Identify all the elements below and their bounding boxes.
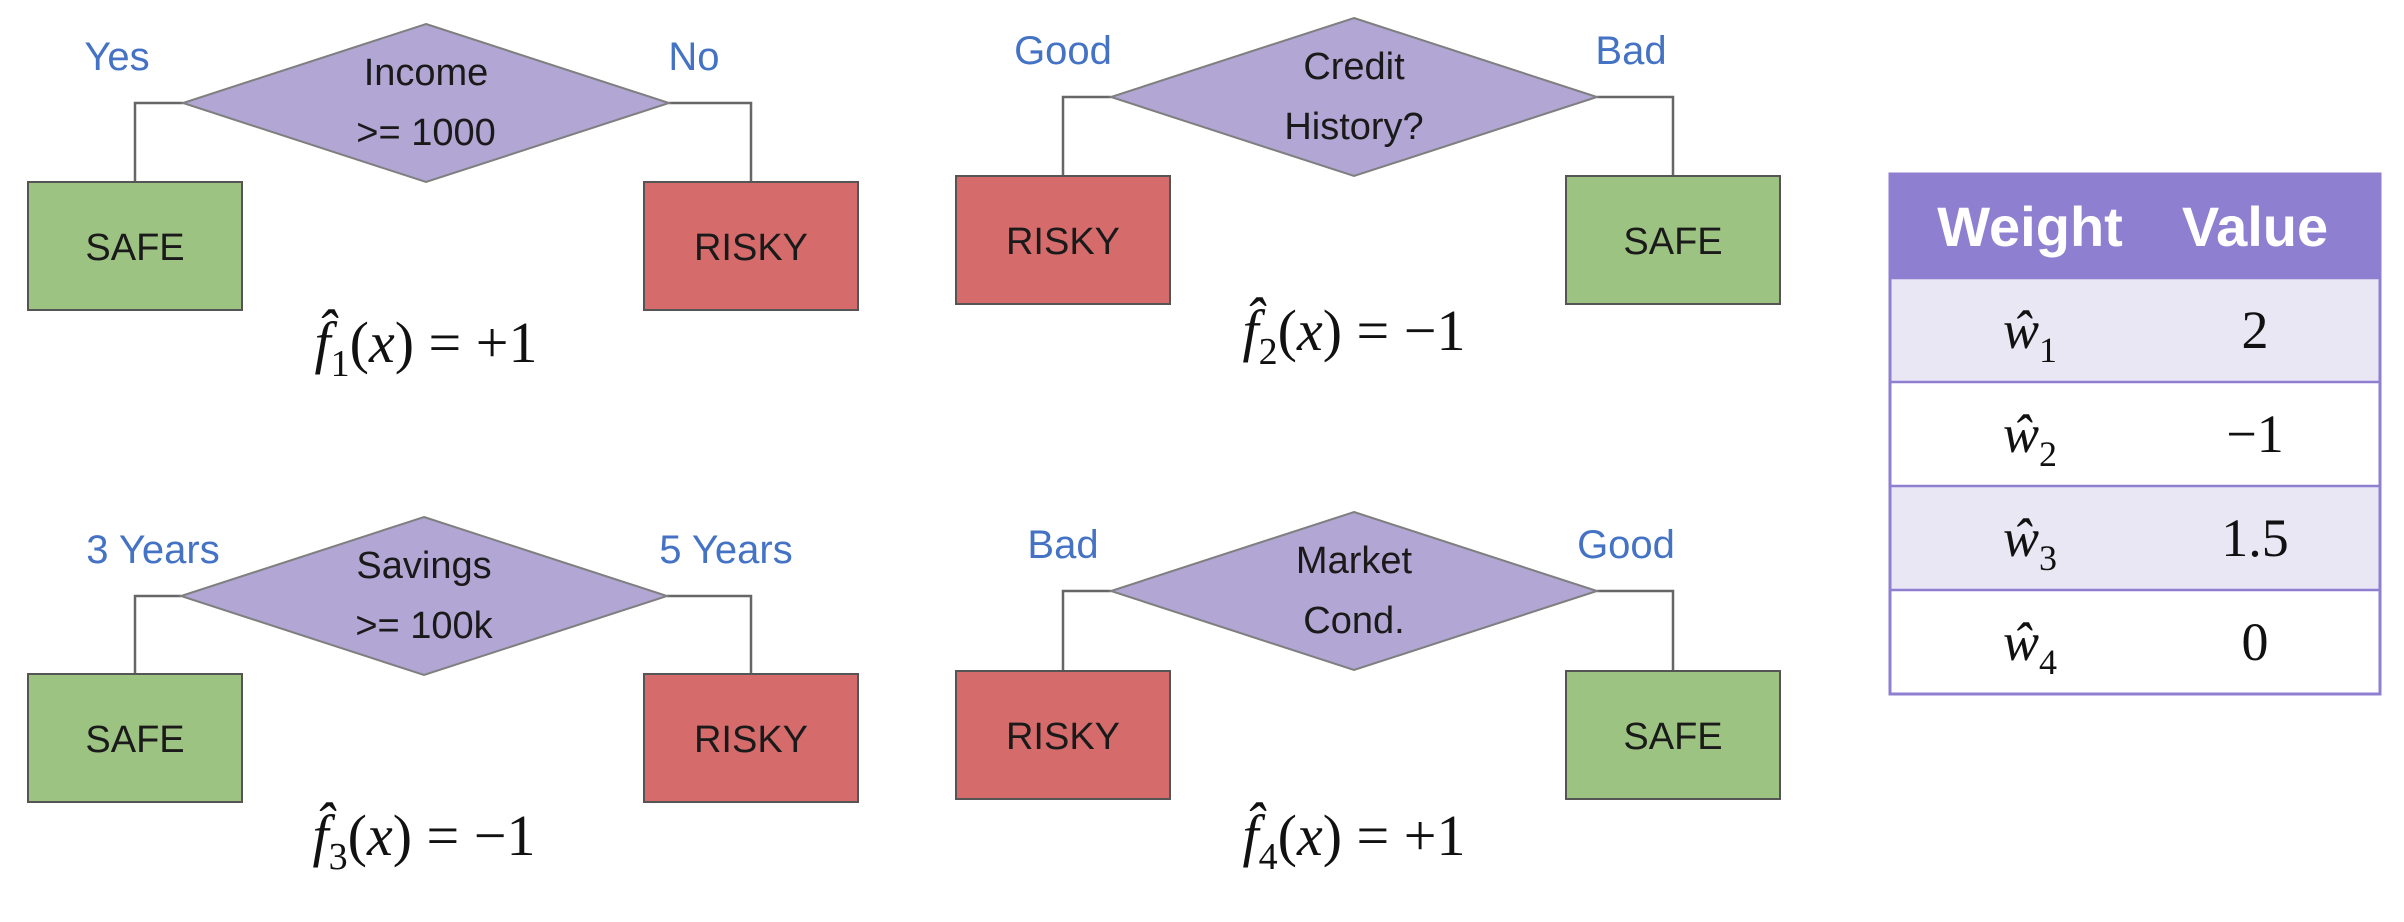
stump-formula: f̂4(x) = +1: [1243, 803, 1466, 878]
question-text: History?: [1284, 106, 1423, 148]
left-connector: [1061, 589, 1111, 671]
left-leaf-label: SAFE: [85, 227, 184, 269]
table-row: [1890, 590, 2380, 694]
right-leaf-label: SAFE: [1623, 221, 1722, 263]
right-leaf-label: RISKY: [694, 227, 808, 269]
weight-symbol: ŵ1: [2003, 300, 2057, 370]
left-branch-label: Bad: [1027, 523, 1098, 567]
left-leaf-risky: [955, 670, 1171, 800]
table-row: [1890, 486, 2380, 590]
left-branch-label: 3 Years: [86, 528, 219, 572]
right-leaf-risky: [643, 673, 859, 803]
right-leaf-label: RISKY: [694, 719, 808, 761]
weight-symbol: ŵ4: [2003, 612, 2057, 682]
right-branch-label: Good: [1577, 523, 1675, 567]
left-leaf-safe: [27, 181, 243, 311]
right-branch-label: Bad: [1595, 29, 1666, 73]
weights-table: Weight Value ŵ1 2 ŵ2 −1 ŵ3 1.5 ŵ4 0: [1888, 172, 2382, 696]
left-leaf-safe: [27, 673, 243, 803]
right-leaf-label: SAFE: [1623, 716, 1722, 758]
left-leaf-label: RISKY: [1006, 716, 1120, 758]
right-branch-label: No: [668, 35, 719, 79]
left-leaf-label: SAFE: [85, 719, 184, 761]
weight-value: 0: [2242, 612, 2269, 672]
stump-formula: f̂1(x) = +1: [315, 310, 538, 385]
weight-symbol: ŵ2: [2003, 404, 2057, 474]
question-diamond: [179, 22, 673, 184]
table-row: [1890, 278, 2380, 382]
weight-symbol: ŵ3: [2003, 508, 2057, 578]
right-connector: [1597, 95, 1675, 176]
right-leaf-risky: [643, 181, 859, 311]
question-text: >= 1000: [356, 112, 495, 154]
question-diamond: [1107, 16, 1601, 178]
left-connector: [1061, 95, 1111, 176]
table-border: [1888, 172, 2382, 696]
right-connector: [667, 594, 753, 674]
left-leaf-risky: [955, 175, 1171, 305]
question-diamond: [1107, 510, 1601, 672]
table-header-row: [1890, 174, 2380, 278]
right-connector: [1597, 589, 1675, 671]
weight-value: −1: [2226, 404, 2283, 464]
question-text: Credit: [1303, 46, 1405, 88]
right-leaf-safe: [1565, 670, 1781, 800]
weight-value: 1.5: [2221, 508, 2289, 568]
question-text: >= 100k: [355, 605, 493, 647]
left-connector: [133, 594, 181, 674]
question-text: Savings: [356, 545, 491, 587]
right-branch-label: 5 Years: [659, 528, 792, 572]
left-connector: [133, 101, 183, 182]
question-text: Market: [1296, 540, 1413, 582]
left-branch-label: Yes: [84, 35, 149, 79]
left-leaf-label: RISKY: [1006, 221, 1120, 263]
question-text: Cond.: [1303, 600, 1404, 642]
right-connector: [669, 101, 753, 182]
table-row: [1890, 382, 2380, 486]
table-header-value: Value: [2182, 195, 2328, 258]
left-branch-label: Good: [1014, 29, 1112, 73]
right-leaf-safe: [1565, 175, 1781, 305]
question-text: Income: [364, 52, 489, 94]
weight-value: 2: [2242, 300, 2269, 360]
stump-formula: f̂3(x) = −1: [313, 803, 536, 878]
table-header-weight: Weight: [1937, 195, 2123, 258]
stump-formula: f̂2(x) = −1: [1243, 298, 1466, 373]
question-diamond: [177, 515, 671, 677]
